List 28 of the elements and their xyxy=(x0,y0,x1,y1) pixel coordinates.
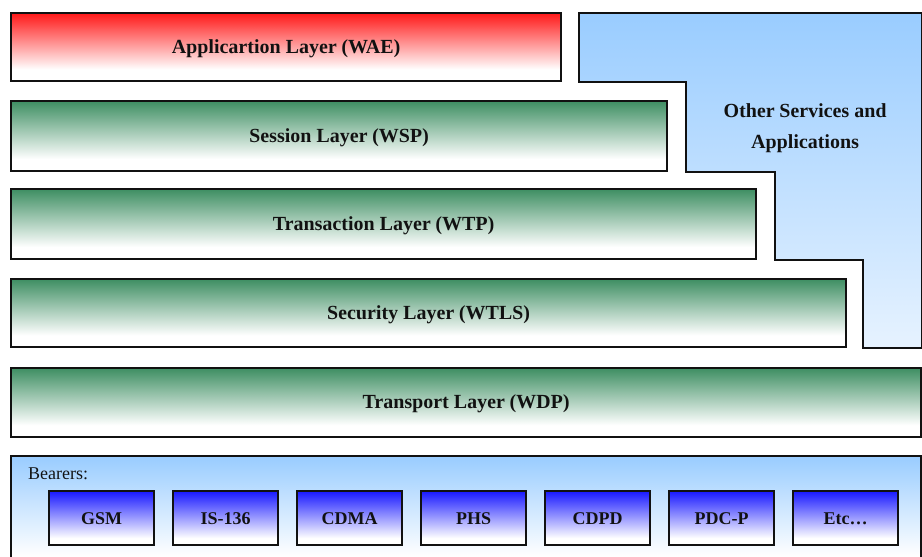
layer-name: Session Layer (WSP) xyxy=(249,124,429,148)
bearer-name: GSM xyxy=(80,508,122,528)
bearer-name: IS-136 xyxy=(200,508,250,528)
bearers-panel xyxy=(10,455,922,557)
bearer-box xyxy=(296,490,403,546)
layer-name: Applicartion Layer (WAE) xyxy=(172,36,400,58)
stepped-panel xyxy=(578,12,922,349)
layer-bar xyxy=(10,12,562,82)
layer-bar xyxy=(10,367,922,438)
layer-bar xyxy=(10,188,757,260)
bearer-box xyxy=(792,490,899,546)
panel-label: Bearers: xyxy=(28,463,88,484)
layer-bar xyxy=(10,100,668,172)
bearer-box xyxy=(668,490,775,546)
layer-name: Transaction Layer (WTP) xyxy=(272,212,494,236)
bearer-name: PHS xyxy=(456,508,491,528)
bearer-name: PDC-P xyxy=(694,508,748,528)
bearer-box xyxy=(420,490,527,546)
bearer-box xyxy=(48,490,155,546)
layer-name: Transport Layer (WDP) xyxy=(362,391,570,414)
bearer-name: Etc… xyxy=(824,508,868,528)
panel-title: Other Services and Applications xyxy=(722,99,888,155)
bearer-name: CDMA xyxy=(322,508,378,528)
layer-bar xyxy=(10,278,847,348)
layer-name: Security Layer (WTLS) xyxy=(327,302,530,324)
bearer-box xyxy=(544,490,651,546)
bearer-name: CDPD xyxy=(572,508,622,528)
bearer-box xyxy=(172,490,279,546)
